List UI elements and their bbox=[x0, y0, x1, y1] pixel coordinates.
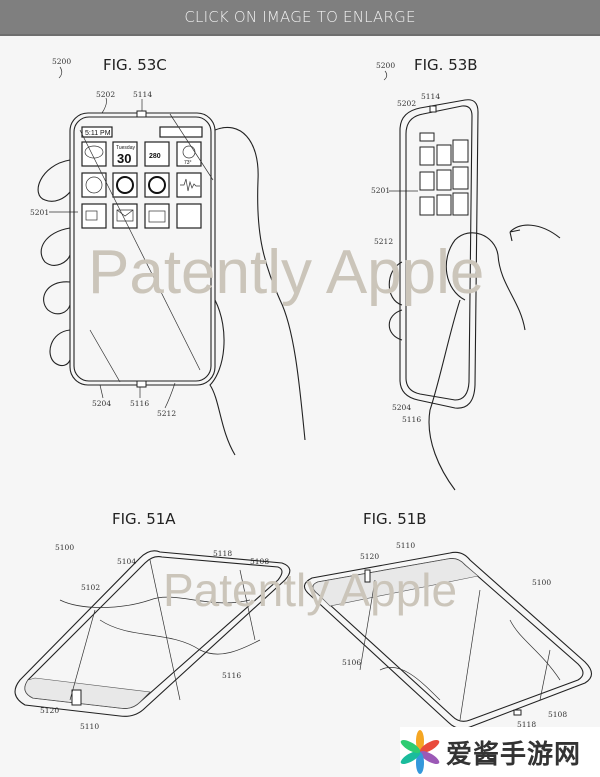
video-icon bbox=[81, 203, 107, 229]
figure-53c: FIG. 53C 5200 5202 5114 5201 5204 5116 5… bbox=[30, 56, 306, 456]
app-icon-grid: Tuesday 30 280 73° bbox=[81, 141, 202, 229]
site-logo[interactable]: 爱酱手游网 bbox=[400, 727, 600, 777]
fig-51b-title: FIG. 51B bbox=[363, 510, 427, 528]
status-time: 5:11 PM bbox=[85, 130, 111, 137]
ref-5118: 5118 bbox=[213, 549, 232, 558]
enlarge-image-banner[interactable]: CLICK ON IMAGE TO ENLARGE bbox=[0, 0, 600, 36]
ref-5202: 5202 bbox=[96, 90, 115, 99]
ref-5201: 5201 bbox=[30, 208, 49, 217]
ref-5118: 5118 bbox=[517, 720, 536, 729]
ref-5200: 5200 bbox=[376, 61, 395, 70]
ref-5100: 5100 bbox=[55, 543, 74, 552]
figure-51b: FIG. 51B 5110 5120 5100 5106 5108 5118 bbox=[303, 510, 593, 730]
ref-5102: 5102 bbox=[81, 583, 100, 592]
ref-5204: 5204 bbox=[92, 399, 111, 408]
figure-51a: FIG. 51A 5100 5104 5118 5108 5102 5116 5… bbox=[14, 510, 291, 731]
patent-figures-image[interactable]: FIG. 53C 5200 5202 5114 5201 5204 5116 5… bbox=[0, 36, 600, 777]
ref-5114: 5114 bbox=[133, 90, 152, 99]
ref-5114: 5114 bbox=[421, 92, 440, 101]
ref-5212: 5212 bbox=[157, 409, 176, 418]
ref-5110: 5110 bbox=[80, 722, 99, 731]
ref-5120: 5120 bbox=[40, 706, 59, 715]
ref-5201: 5201 bbox=[371, 186, 390, 195]
calendar-date: 30 bbox=[117, 151, 131, 166]
fig-51a-title: FIG. 51A bbox=[112, 510, 176, 528]
figure-53b: FIG. 53B 5200 5114 5202 5201 5212 5204 5… bbox=[371, 56, 561, 491]
maps-icon bbox=[144, 141, 170, 167]
calendar-icon bbox=[112, 141, 138, 167]
temperature: 73° bbox=[184, 160, 192, 166]
ref-5106: 5106 bbox=[342, 658, 361, 667]
ref-5200: 5200 bbox=[52, 57, 71, 66]
camera-icon bbox=[144, 203, 170, 229]
ref-5110: 5110 bbox=[396, 541, 415, 550]
watermark-bottom: Patently Apple bbox=[163, 564, 457, 616]
ref-5104: 5104 bbox=[117, 557, 136, 566]
ref-5116: 5116 bbox=[130, 399, 149, 408]
ref-5212: 5212 bbox=[374, 237, 393, 246]
calendar-day: Tuesday bbox=[116, 145, 135, 151]
flower-logo-icon bbox=[400, 730, 440, 774]
ref-5100: 5100 bbox=[532, 578, 551, 587]
fig-53c-title: FIG. 53C bbox=[103, 56, 167, 74]
ref-5108: 5108 bbox=[548, 710, 567, 719]
highway-number: 280 bbox=[149, 153, 161, 160]
clock-icon bbox=[81, 172, 107, 198]
phone-icon bbox=[176, 203, 202, 229]
ref-5116: 5116 bbox=[222, 671, 241, 680]
ref-5120: 5120 bbox=[360, 552, 379, 561]
fig-53b-title: FIG. 53B bbox=[414, 56, 478, 74]
ref-5204: 5204 bbox=[392, 403, 411, 412]
rotate-arrow-icon bbox=[509, 224, 561, 242]
logo-text: 爱酱手游网 bbox=[446, 739, 582, 770]
enlarge-label: CLICK ON IMAGE TO ENLARGE bbox=[184, 8, 416, 26]
ref-5202: 5202 bbox=[397, 99, 416, 108]
ref-5116: 5116 bbox=[402, 415, 421, 424]
watermark-top: Patently Apple bbox=[88, 238, 484, 307]
